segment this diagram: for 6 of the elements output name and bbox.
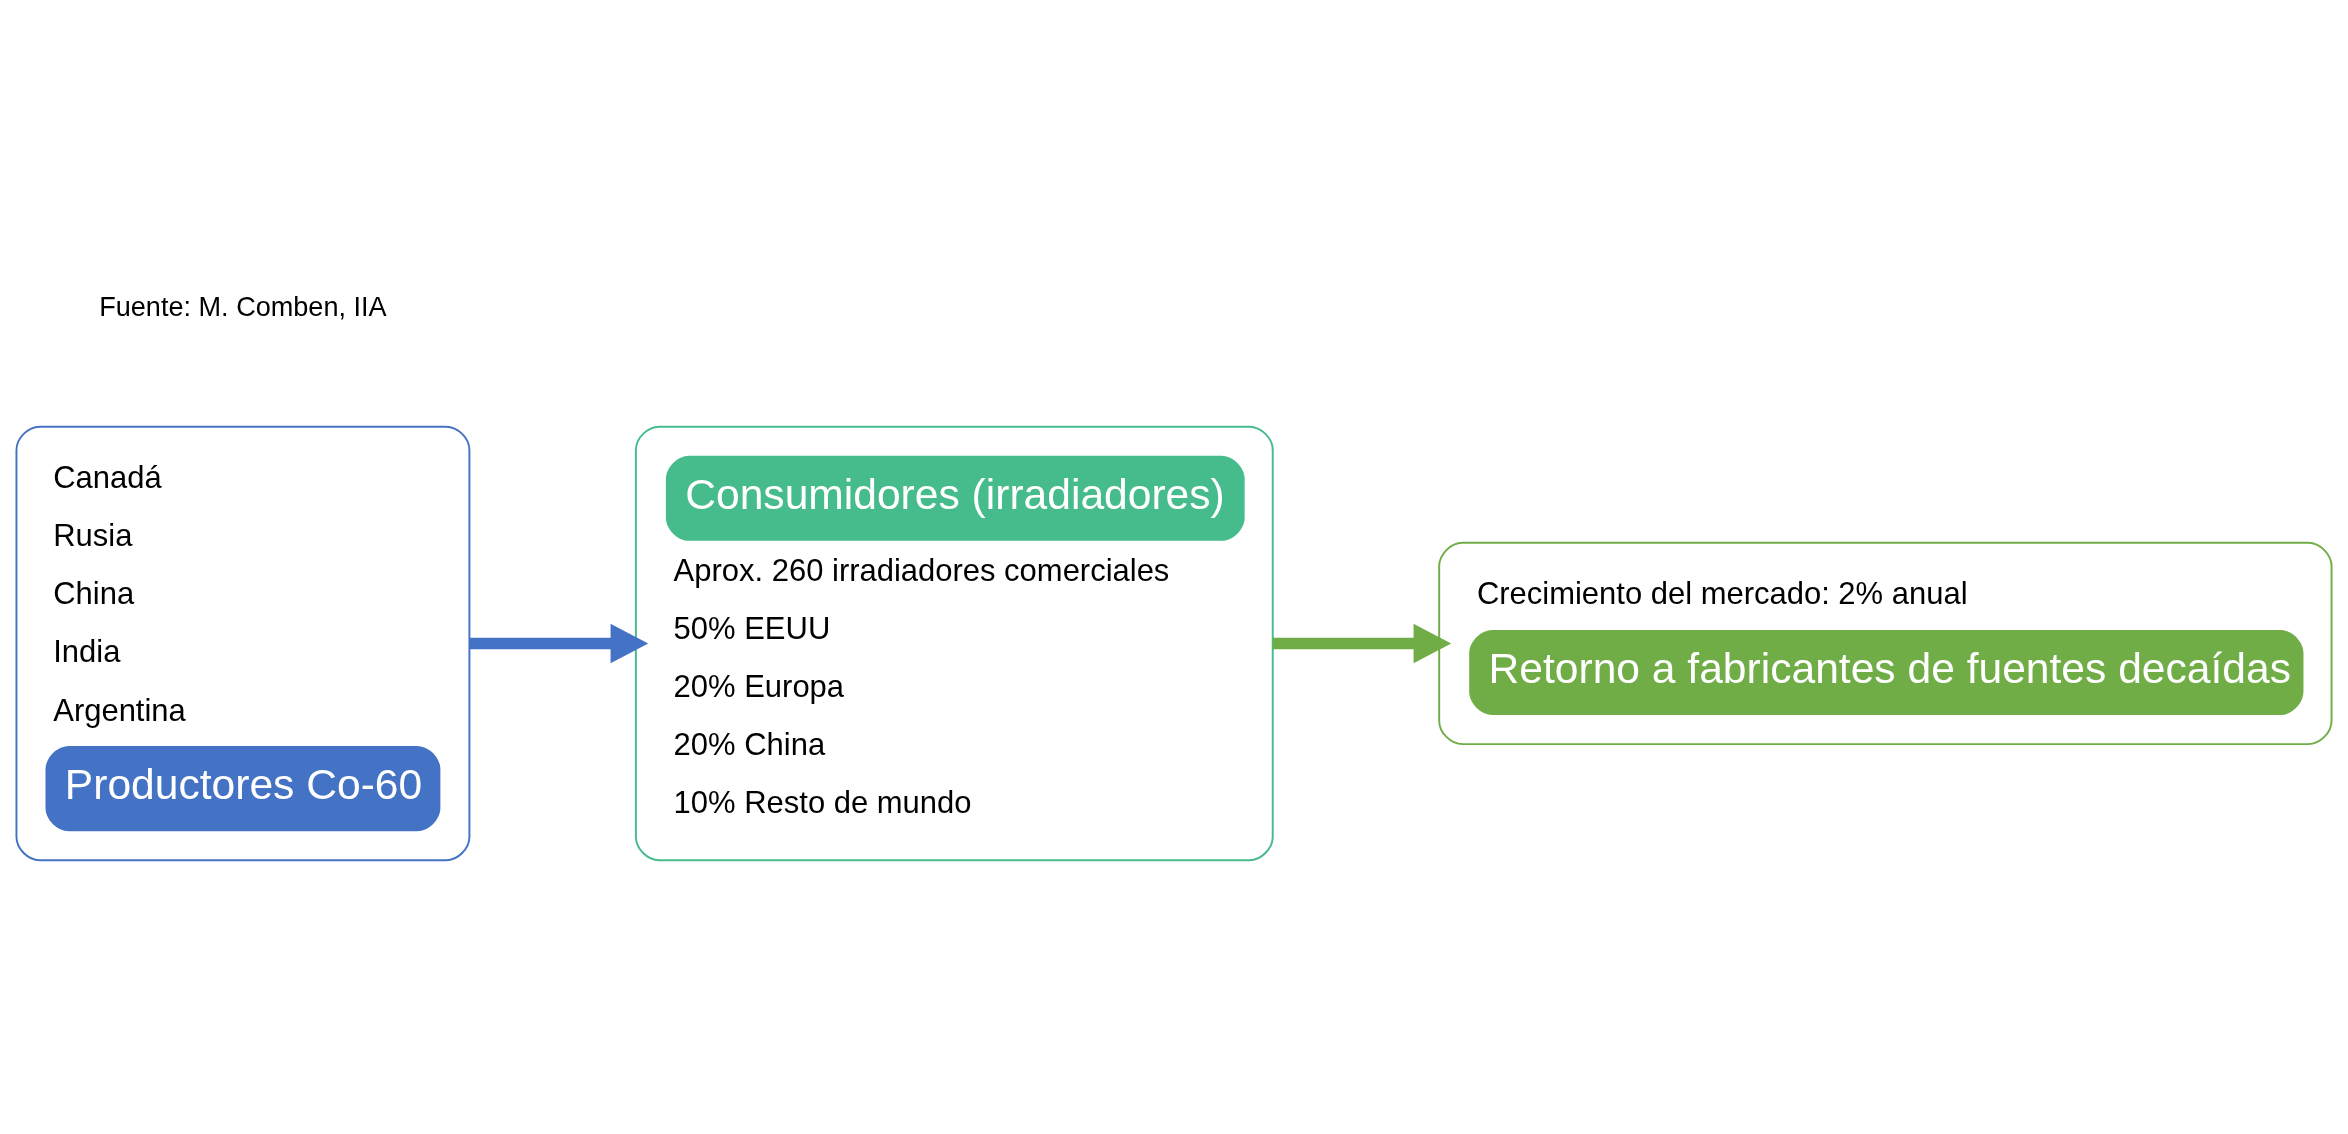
- label: Fuente: M. Comben, IIA: [99, 290, 387, 322]
- node-box: Crecimiento del mercado: 2% anual Retorno a fabricantes de fuentes decaídas: [1438, 541, 2333, 746]
- arrow: [469, 623, 649, 664]
- node-box: Consumidores (irradiadores) Aprox. 260 irradiadores comerciales 50% EEUU 20% Europa 20% China 10% Resto de mundo: [634, 425, 1274, 862]
- node-box: Canadá Rusia China India Argentina Productores Co-60: [15, 425, 471, 862]
- arrow: [1272, 623, 1452, 664]
